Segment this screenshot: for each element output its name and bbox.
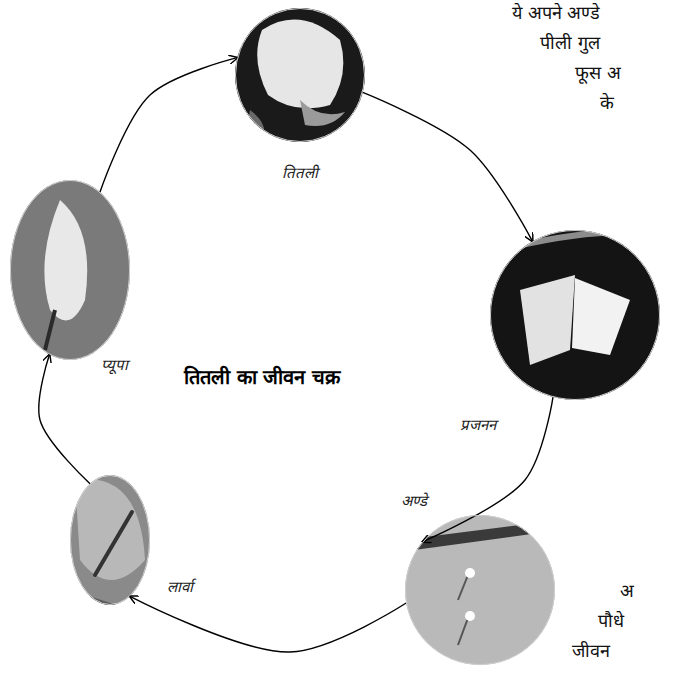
life-stage-node: प्रजनन	[490, 230, 660, 400]
eggs-photo	[400, 510, 560, 670]
larva-photo	[68, 472, 153, 608]
stage-label: प्रजनन	[460, 414, 496, 434]
text-fragment: ये अपने अण्डे	[512, 0, 600, 24]
life-stage-node: प्यूपा	[10, 180, 130, 360]
life-stage-node: अण्डे	[405, 515, 555, 665]
text-fragment: फूस अ	[575, 60, 621, 84]
photo-frame	[236, 9, 365, 142]
diagram-title: तितली का जीवन चक्र	[184, 363, 341, 390]
mating-photo	[485, 225, 665, 405]
node-outline	[490, 230, 660, 400]
pupa-photo	[8, 178, 133, 362]
text-fragment: पौधे	[598, 608, 624, 632]
stage-label: लार्वा	[167, 576, 193, 596]
node-outline	[70, 475, 150, 605]
cycle-arrow	[363, 92, 533, 241]
cycle-arrow	[39, 355, 90, 484]
node-outline	[405, 515, 555, 665]
stage-label: प्यूपा	[101, 354, 128, 374]
photo-frame	[11, 181, 130, 360]
cycle-arrow	[100, 58, 237, 192]
life-stage-node: लार्वा	[70, 475, 150, 605]
node-outline	[235, 8, 365, 142]
stage-label: तितली	[282, 162, 318, 182]
photo-frame	[71, 476, 150, 605]
photo-frame	[491, 231, 660, 400]
text-fragment: पीली गुल	[540, 30, 600, 54]
cycle-arrow	[130, 596, 406, 652]
stage-label: अण्डे	[401, 490, 427, 510]
cycle-arrow	[423, 397, 553, 542]
butterfly-photo	[230, 5, 370, 145]
text-fragment: के	[600, 90, 614, 114]
text-fragment: जीवन	[572, 638, 610, 662]
text-fragment: अ	[620, 578, 634, 602]
life-stage-node: तितली	[235, 8, 365, 142]
node-outline	[10, 180, 130, 360]
photo-frame	[406, 516, 555, 665]
